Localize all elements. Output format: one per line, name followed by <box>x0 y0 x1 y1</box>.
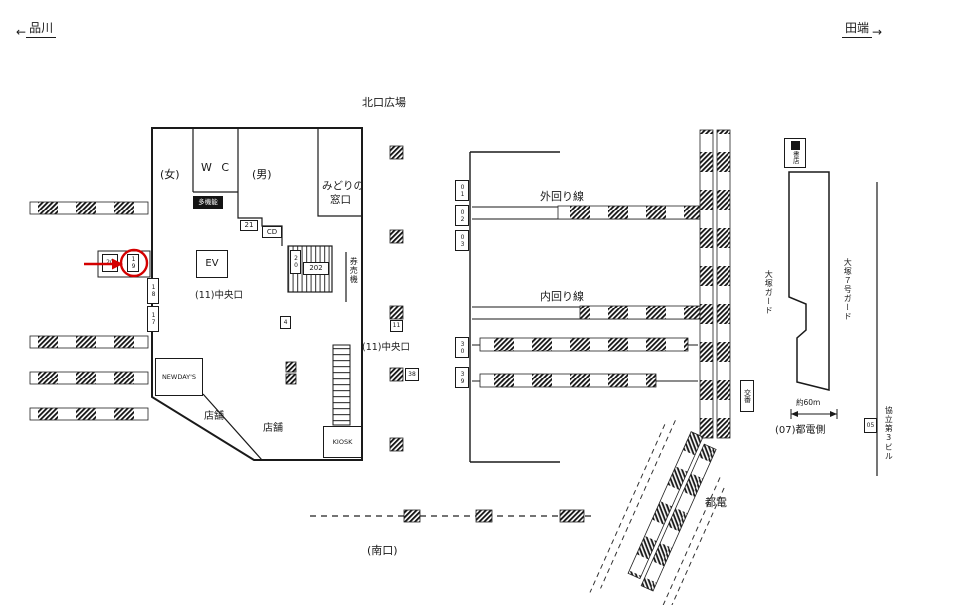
marker-plat-30: 30 <box>455 337 469 358</box>
marker-bldg-05: 05 <box>864 418 877 433</box>
gate-walls <box>237 192 283 246</box>
kyoritsu-building-label: 協立第3ビル <box>884 406 894 461</box>
marker-gate-21: 21 <box>240 220 258 231</box>
station-building <box>151 127 363 461</box>
marker-stair-20: 20 <box>290 250 301 274</box>
right-structures <box>788 171 878 476</box>
midori-window-label-1: みどりの <box>322 180 364 192</box>
marker-left-20: 20 <box>102 254 118 272</box>
marker-plat-39: 39 <box>455 367 469 388</box>
toden-side-label: (07)都電側 <box>775 425 826 436</box>
otsuka-guard7-label: 大塚７号ガード <box>843 258 853 321</box>
multifunction-toilet-box: 多機能 <box>193 196 223 209</box>
toden-side-building <box>788 171 830 391</box>
otsuka-guard-label: 大塚ガード <box>764 270 774 315</box>
marker-plat-03: 03 <box>455 230 469 251</box>
marker-stair-202: 202 <box>303 262 329 275</box>
newdays-shop: NEWDAY'S <box>155 358 203 396</box>
bookstore-mark-icon <box>790 141 800 150</box>
arrow-right-icon: → <box>872 25 883 39</box>
marker-11: 11 <box>390 320 403 332</box>
track-lines <box>472 206 700 382</box>
small-pillar-1 <box>285 361 297 373</box>
inner-loop-label: 内回り線 <box>540 290 584 303</box>
building-outline <box>151 127 363 461</box>
distance-label: 約60m <box>796 398 821 407</box>
south-stairs <box>332 344 351 426</box>
direction-tabata: 田端→ <box>842 21 883 39</box>
marker-38: 38 <box>405 368 419 381</box>
midori-window-label-2: 窓口 <box>330 194 351 206</box>
distance-dimension <box>790 409 838 419</box>
central-exit-label-outer: (11)中央口 <box>362 342 411 353</box>
restroom-men-label: (男) <box>252 168 272 181</box>
south-exit-label: (南口) <box>367 544 398 557</box>
marker-left-19-highlighted: 19 <box>127 254 139 272</box>
police-box: 交番 <box>740 380 754 412</box>
small-pillar-2 <box>285 373 297 385</box>
marker-plat-02: 02 <box>455 205 469 226</box>
north-plaza-label: 北口広場 <box>362 96 406 109</box>
south-walkway <box>310 509 592 523</box>
direction-shinagawa-label: 品川 <box>26 21 57 38</box>
pillar-ads <box>389 145 404 452</box>
marker-4: 4 <box>280 316 291 329</box>
kiosk-shop: KIOSK <box>323 426 362 458</box>
restroom-women-label: (女) <box>160 168 180 181</box>
left-platform-bars <box>29 201 151 421</box>
wc-label: W C <box>201 161 233 174</box>
marker-left-18: 18 <box>147 278 159 304</box>
outer-loop-label: 外回り線 <box>540 190 584 203</box>
elevator-box: EV <box>196 250 228 278</box>
marker-left-17: 17 <box>147 306 159 332</box>
toden-label: 都電 <box>705 496 727 509</box>
wc-room-walls <box>192 128 239 193</box>
shop-diagonal-wall <box>202 393 263 461</box>
central-exit-label-inner: (11)中央口 <box>195 290 244 301</box>
marker-plat-01: 01 <box>455 180 469 201</box>
midori-room-walls <box>317 128 362 217</box>
direction-tabata-label: 田端 <box>842 21 873 38</box>
ticket-machines-label: 券売機 <box>349 257 359 284</box>
bookstore-label: 書店 <box>791 151 800 164</box>
toden-tracks <box>589 129 731 605</box>
bookstore-box: 書店 <box>784 138 806 168</box>
arrow-left-icon: ← <box>16 25 27 39</box>
track-billboard-bars <box>479 205 701 388</box>
shop-left-label: 店舗 <box>204 411 224 422</box>
shop-right-label: 店舗 <box>263 423 283 434</box>
tram-dashed-tracks <box>589 420 725 605</box>
direction-shinagawa: ←品川 <box>16 21 57 39</box>
cd-atm-box: CD <box>262 226 282 238</box>
